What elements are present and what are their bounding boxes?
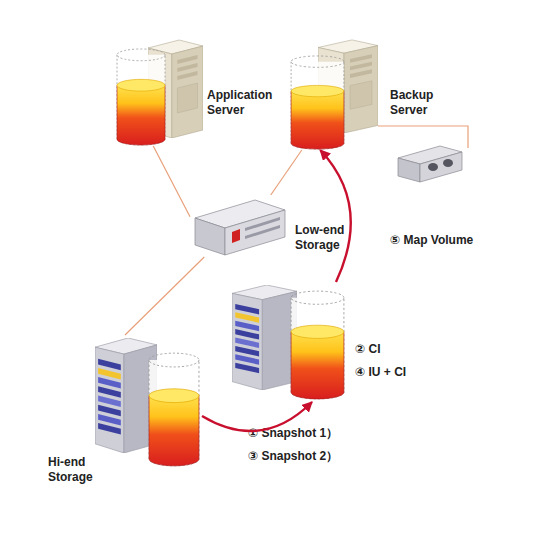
node-label: Hi-end Storage xyxy=(48,455,108,485)
server-node: Application Server xyxy=(115,38,200,146)
step-label: ① Snapshot 1） xyxy=(248,425,338,442)
network-link xyxy=(271,150,302,195)
storage-node: Hi-end Storage xyxy=(92,335,202,470)
flow-arrow xyxy=(320,150,351,282)
network-link xyxy=(153,146,190,217)
node-label: Application Server xyxy=(207,88,287,118)
node-label: ④ IU + CI xyxy=(355,365,465,380)
step-label: ③ Snapshot 2） xyxy=(248,448,338,465)
node-label: Backup Server xyxy=(390,88,460,118)
server-node: Backup Server xyxy=(288,38,380,150)
storage-node: ② CI④ IU + CI xyxy=(228,282,348,402)
network-link xyxy=(125,257,204,335)
edge-label: ⑤ Map Volume xyxy=(390,233,473,247)
storage-node: Low-end Storage xyxy=(190,195,285,257)
node-label: ② CI xyxy=(355,342,465,357)
node-label: Low-end Storage xyxy=(295,223,365,253)
